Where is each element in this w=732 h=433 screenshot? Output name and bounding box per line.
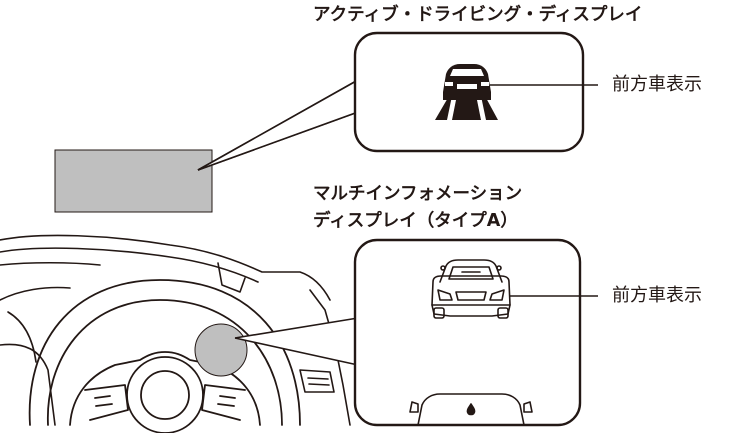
multi-info-display-highlight: [194, 323, 248, 377]
multi-info-display-title-line1: マルチインフォメーション: [313, 184, 523, 204]
callout-lines-bottom: [234, 317, 359, 366]
front-vehicle-indicator-icon-bottom: [431, 259, 511, 319]
front-vehicle-indicator-label-bottom: 前方車表示: [612, 285, 702, 306]
active-driving-display-highlight: [54, 149, 213, 213]
multi-info-display-callout: [353, 238, 582, 427]
steering-wheel: [28, 279, 301, 433]
front-vehicle-indicator-icon-top: [435, 64, 498, 120]
front-vehicle-indicator-label-top: 前方車表示: [612, 74, 702, 95]
multi-info-display-title-line2: ディスプレイ（タイプA）: [313, 211, 518, 231]
own-vehicle-icon: [409, 393, 533, 425]
active-driving-display-title: アクティブ・ドライビング・ディスプレイ: [313, 5, 643, 25]
